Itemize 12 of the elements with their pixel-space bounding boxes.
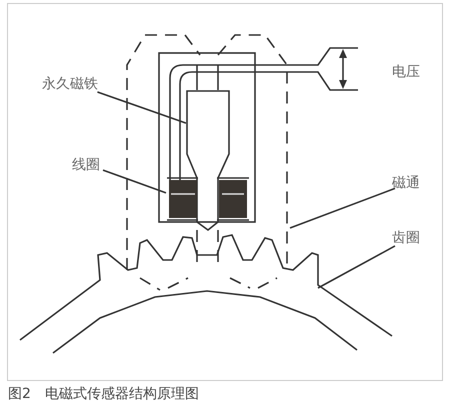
leader-line <box>290 188 396 229</box>
part-label: 永久磁铁 <box>42 76 98 92</box>
leader-line <box>97 91 186 124</box>
leader-line <box>102 169 166 194</box>
voltage-label: 电压 <box>392 64 420 80</box>
leader-line <box>318 245 396 289</box>
magnet <box>186 90 231 232</box>
part-label: 磁通 <box>392 175 420 191</box>
part-label: 齿圈 <box>392 230 420 246</box>
coil <box>166 177 199 222</box>
part-label: 线圈 <box>72 157 100 173</box>
figure-caption: 图2 电磁式传感器结构原理图 <box>8 386 199 402</box>
